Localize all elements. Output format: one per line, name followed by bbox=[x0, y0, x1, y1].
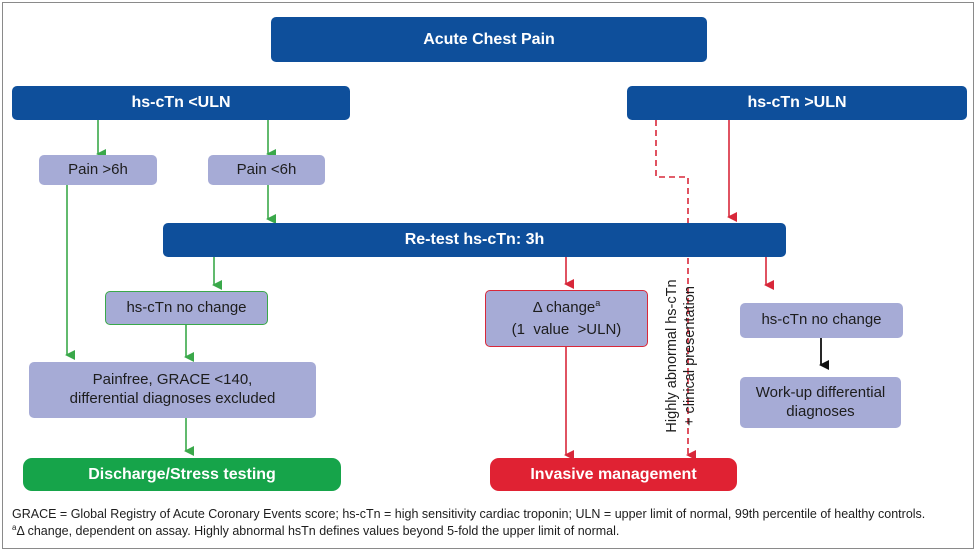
side-label-line2: + clinical presentation bbox=[682, 286, 699, 426]
node-painfree-line2: differential diagnoses excluded bbox=[69, 390, 276, 407]
node-delta-change-footnote-mark: a bbox=[595, 297, 601, 308]
node-acute-chest-pain-label: Acute Chest Pain bbox=[423, 30, 555, 48]
node-invasive-label: Invasive management bbox=[530, 465, 697, 483]
arrow-high-dashed-to-invasive bbox=[655, 120, 696, 460]
node-workup-differential: Work-up differential diagnoses bbox=[740, 377, 901, 428]
node-painfree-line1: Painfree, GRACE <140, bbox=[92, 371, 253, 389]
node-pain-lt6h-label: Pain <6h bbox=[236, 160, 297, 178]
node-hs-ctn-above-uln-label: hs-cTn >ULN bbox=[747, 94, 847, 111]
node-delta-change-line1: Δ changea bbox=[533, 298, 601, 318]
node-no-change-right: hs-cTn no change bbox=[740, 303, 903, 338]
node-discharge-label: Discharge/Stress testing bbox=[88, 465, 276, 483]
footnote-abbreviations: GRACE = Global Registry of Acute Coronar… bbox=[12, 507, 926, 521]
node-discharge-stress-testing: Discharge/Stress testing bbox=[23, 458, 341, 491]
node-retest: Re-test hs-cTn: 3h bbox=[163, 223, 786, 257]
node-workup-line2: diagnoses bbox=[786, 402, 855, 420]
node-pain-gt6h-label: Pain >6h bbox=[68, 160, 128, 178]
side-label-line1: Highly abnormal hs-cTn bbox=[664, 279, 680, 433]
node-invasive-management: Invasive management bbox=[490, 458, 737, 491]
node-painfree-grace: Painfree, GRACE <140, differential diagn… bbox=[29, 362, 316, 418]
footnotes: GRACE = Global Registry of Acute Coronar… bbox=[12, 506, 972, 540]
node-hs-ctn-below-uln-label: hs-cTn <ULN bbox=[131, 94, 231, 111]
node-no-change-left-label: hs-cTn no change bbox=[126, 298, 247, 316]
node-delta-change-label: Δ change bbox=[532, 298, 596, 316]
node-pain-lt6h: Pain <6h bbox=[208, 155, 325, 185]
node-hs-ctn-below-uln: hs-cTn <ULN bbox=[12, 86, 350, 120]
node-pain-gt6h: Pain >6h bbox=[39, 155, 157, 185]
node-no-change-left: hs-cTn no change bbox=[105, 291, 268, 325]
footnote-delta-text: Δ change, dependent on assay. Highly abn… bbox=[16, 524, 620, 539]
side-label-highly-abnormal: Highly abnormal hs-cTn + clinical presen… bbox=[663, 246, 703, 466]
node-no-change-right-label: hs-cTn no change bbox=[761, 311, 882, 329]
node-acute-chest-pain: Acute Chest Pain bbox=[271, 17, 707, 62]
footnote-delta-mark: a bbox=[12, 522, 17, 532]
node-hs-ctn-above-uln: hs-cTn >ULN bbox=[627, 86, 967, 120]
node-delta-change: Δ changea (1 value >ULN) bbox=[485, 290, 648, 347]
footnote-delta: aΔ change, dependent on assay. Highly ab… bbox=[12, 523, 972, 540]
node-delta-change-detail: (1 value >ULN) bbox=[511, 320, 622, 338]
node-workup-line1: Work-up differential bbox=[755, 383, 886, 401]
node-retest-label: Re-test hs-cTn: 3h bbox=[404, 231, 545, 248]
connector-layer bbox=[65, 120, 829, 460]
